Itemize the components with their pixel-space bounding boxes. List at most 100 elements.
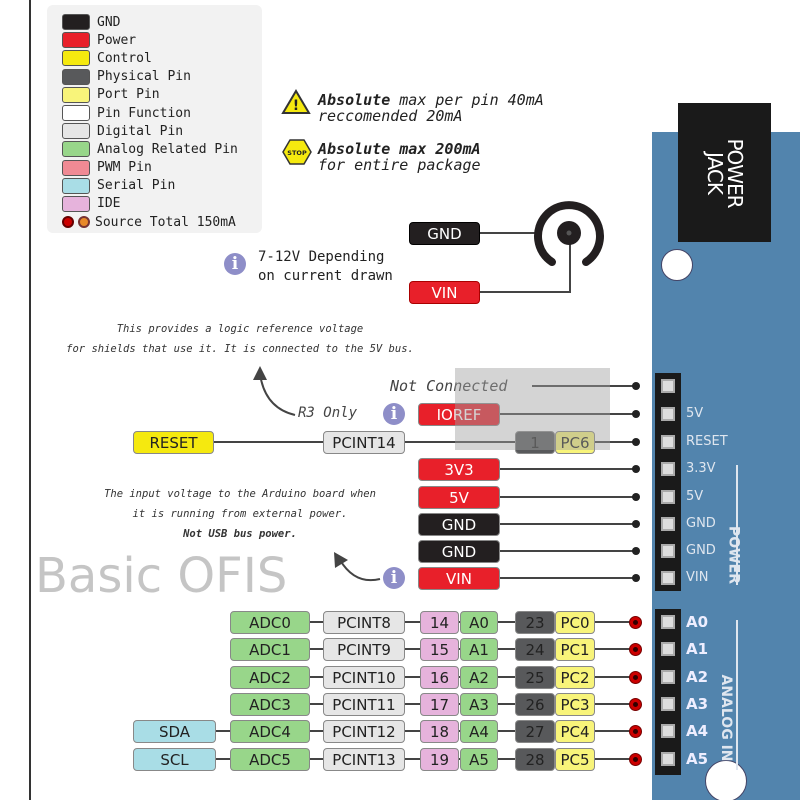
legend-swatch [62, 32, 90, 49]
legend-swatch [62, 159, 90, 176]
legend-item: Power [62, 31, 262, 49]
vin-note-3: Not USB bus power. [183, 528, 297, 540]
pin-dot [632, 574, 640, 582]
port-pin-label: PC1 [555, 638, 595, 661]
legend-source-label: Source Total 150mA [95, 214, 236, 230]
header-pin [661, 571, 675, 585]
source-pin-dot [629, 725, 642, 738]
legend-label: IDE [97, 196, 121, 212]
power-header-title: POWER [725, 526, 742, 584]
board-pin-label: 5V [686, 489, 704, 504]
legend-item: IDE [62, 195, 262, 213]
legend-swatch [62, 86, 90, 103]
source-pin-dot [629, 671, 642, 684]
note-arrows [253, 366, 381, 582]
analog-pin-label: A5 [460, 748, 498, 771]
source-dot-icon [62, 216, 74, 229]
power-jack-component: POWER JACK [678, 103, 771, 242]
ide-pin-number: 14 [420, 611, 459, 634]
board-pin-label: 5V [686, 406, 704, 421]
legend-item: Analog Related Pin [62, 140, 262, 158]
source-pin-dot [629, 643, 642, 656]
physical-pin-number: 28 [515, 748, 555, 771]
watermark: Basic OFIS [35, 548, 288, 604]
analog-bracket [736, 620, 738, 770]
legend-item: Physical Pin [62, 68, 262, 86]
left-border [29, 0, 31, 800]
board-pin-label: A3 [686, 695, 709, 713]
info-line-1: 7-12V Depending [258, 249, 385, 265]
r3-only-label: R3 Only [298, 405, 358, 421]
adc-label: ADC4 [230, 720, 310, 743]
header-pin [661, 544, 675, 558]
power-pin-label: GND [418, 540, 500, 563]
warning-pin-line2: reccomended 20mA [318, 107, 463, 125]
legend-swatch [62, 141, 90, 158]
power-bracket [736, 465, 738, 585]
source-pin-dot [629, 698, 642, 711]
reset-control-label: RESET [133, 431, 214, 454]
legend-label: Analog Related Pin [97, 141, 238, 157]
physical-pin-number: 24 [515, 638, 555, 661]
physical-pin-number: 26 [515, 693, 555, 716]
connector-line [500, 577, 636, 579]
analog-pin-label: A0 [460, 611, 498, 634]
power-jack-text: POWER JACK [703, 138, 747, 208]
ioref-note-2: for shields that use it. It is connected… [66, 343, 414, 355]
connector-line [532, 385, 636, 387]
legend-item: Pin Function [62, 104, 262, 122]
jack-vin-label: VIN [409, 281, 480, 304]
connector-line [500, 413, 636, 415]
arrow-up-icon [253, 366, 267, 380]
power-pin-label: 5V [418, 486, 500, 509]
adc-label: ADC0 [230, 611, 310, 634]
legend-label: GND [97, 14, 121, 30]
legend-label: Physical Pin [97, 69, 191, 85]
analog-header-strip [655, 609, 681, 775]
board-pin-label: A2 [686, 668, 709, 686]
header-pin [661, 407, 675, 421]
port-pin-label: PC3 [555, 693, 595, 716]
board-pin-label: GND [686, 543, 716, 558]
header-pin [661, 697, 675, 711]
reset-port-pin: PC6 [555, 431, 595, 454]
header-pin [661, 517, 675, 531]
warning-package-line2: for entire package [318, 156, 481, 174]
port-pin-label: PC5 [555, 748, 595, 771]
legend-item: Port Pin [62, 86, 262, 104]
pin-dot [632, 520, 640, 528]
connector-line [500, 468, 636, 470]
legend-label: Digital Pin [97, 123, 184, 139]
info-line-2: on current drawn [258, 268, 393, 284]
adc-label: ADC2 [230, 666, 310, 689]
pcint-label: PCINT13 [323, 748, 405, 771]
legend-swatch [62, 105, 90, 122]
mounting-hole [661, 249, 693, 281]
legend-source-row: Source Total 150mA [62, 213, 262, 231]
board-pin-label: A0 [686, 613, 709, 631]
header-pin [661, 379, 675, 393]
info-icon: i [383, 403, 405, 425]
connector-line [500, 496, 636, 498]
mounting-hole [705, 760, 747, 800]
warning-triangle-icon: ! [281, 89, 311, 114]
warning-package-text: Absolute max 200mA for entire package [318, 141, 481, 173]
pcint-label: PCINT12 [323, 720, 405, 743]
port-pin-label: PC0 [555, 611, 595, 634]
connector-line [214, 441, 636, 443]
pin-dot [632, 465, 640, 473]
arrow-up-icon [334, 552, 348, 568]
source-dot-icon [78, 216, 90, 229]
reset-pcint-label: PCINT14 [323, 431, 405, 454]
not-connected-label: Not Connected [390, 377, 508, 395]
board-pin-label: 3.3V [686, 461, 716, 476]
pin-dot [632, 438, 640, 446]
reset-physical-pin: 1 [515, 431, 555, 454]
header-pin [661, 490, 675, 504]
legend-swatch [62, 177, 90, 194]
pcint-label: PCINT11 [323, 693, 405, 716]
adc-label: ADC5 [230, 748, 310, 771]
legend-swatch [62, 123, 90, 140]
pcint-label: PCINT9 [323, 638, 405, 661]
